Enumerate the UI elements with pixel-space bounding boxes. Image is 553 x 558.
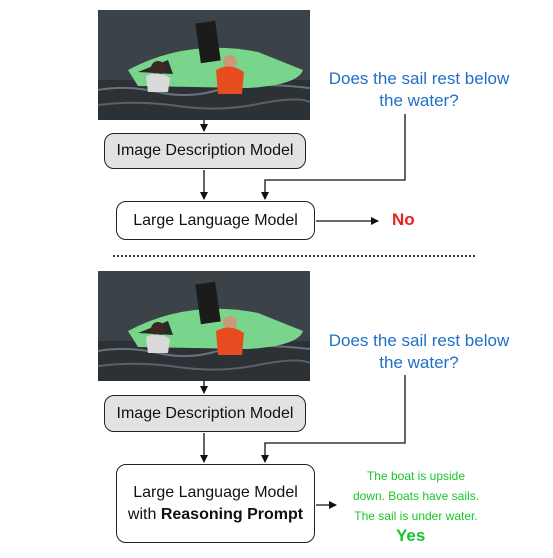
image-description-model-label-top: Image Description Model — [116, 142, 294, 159]
capsized-boat-photo-top — [98, 10, 310, 120]
reasoning-line-1: The boat is upside — [366, 469, 466, 483]
answer-no: No — [392, 210, 415, 229]
reasoning-line-2: down. Boats have sails. — [352, 489, 480, 503]
llm-reasoning-prompt-box: Large Language Model with Reasoning Prom… — [116, 464, 315, 543]
image-description-model-box-top: Image Description Model — [104, 133, 306, 169]
image-description-model-label-bottom: Image Description Model — [116, 404, 294, 422]
capsized-boat-photo-bottom — [98, 271, 310, 381]
arrow-question-to-llm-bottom — [261, 375, 406, 463]
answer-yes: Yes — [396, 526, 426, 545]
llm-label-line2: with Reasoning Prompt — [128, 504, 303, 526]
arrow-question-to-llm-top — [261, 114, 406, 200]
image-description-model-box-bottom: Image Description Model — [104, 395, 306, 432]
reasoning-text: The boat is upside down. Boats have sail… — [341, 466, 491, 526]
large-language-model-label-top: Large Language Model — [133, 211, 298, 229]
large-language-model-box-top: Large Language Model — [116, 201, 315, 240]
section-divider — [113, 255, 475, 257]
reasoning-prompt-label: Reasoning Prompt — [160, 505, 304, 523]
llm-label-with: with — [127, 505, 161, 523]
llm-label-line1: Large Language Model — [133, 483, 298, 501]
reasoning-line-3: The sail is under water. — [354, 509, 478, 523]
question-text-top: Does the sail rest below the water? — [328, 69, 510, 110]
question-text-bottom: Does the sail rest below the water? — [328, 331, 510, 372]
